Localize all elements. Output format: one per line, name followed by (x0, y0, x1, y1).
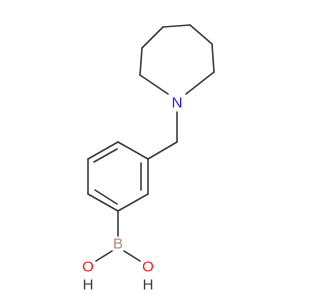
azepane-ring (139, 24, 215, 95)
boron-atom-label: B (113, 236, 123, 253)
bond (117, 193, 149, 212)
hydroxyl-hydrogen-right-label: H (143, 277, 154, 294)
bond (147, 141, 178, 160)
bond (87, 141, 119, 160)
benzene-ring (87, 141, 149, 212)
bond (189, 24, 213, 45)
hydroxyl-oxygen-right-label: O (142, 259, 154, 276)
bond (123, 250, 141, 262)
bond (141, 26, 164, 49)
bond (87, 193, 119, 212)
hydroxyl-oxygen-left-label: O (82, 259, 94, 276)
bond (211, 43, 215, 73)
bond (95, 250, 113, 262)
bond (139, 74, 169, 95)
bond (139, 47, 143, 76)
bond (185, 71, 215, 95)
hydroxyl-hydrogen-left-label: H (83, 277, 94, 294)
double-bond (94, 189, 118, 205)
molecule-structure: N B O H O H (82, 24, 215, 294)
bond (117, 141, 149, 160)
bond (162, 24, 191, 28)
nitrogen-atom-label: N (172, 95, 183, 112)
structure-canvas: N B O H O H (82, 24, 215, 294)
double-bond (93, 148, 118, 163)
